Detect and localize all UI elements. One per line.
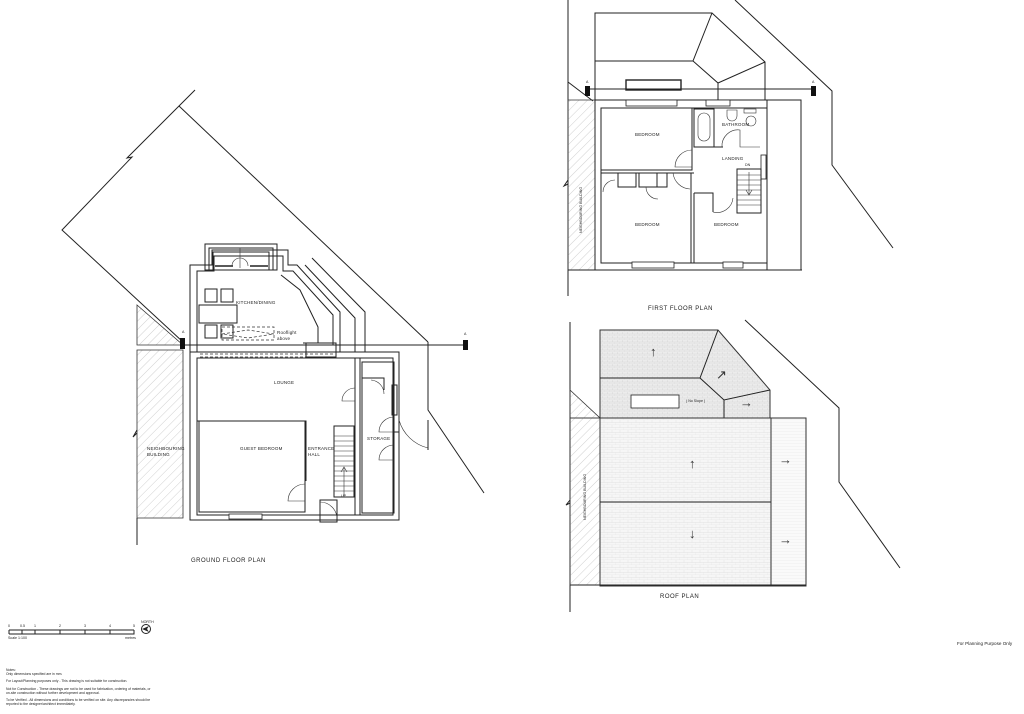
room-label-landing: LANDING <box>722 156 744 161</box>
section-marker-a-left-first: A <box>586 80 589 84</box>
scale-caption-left: Scale 1:100 <box>8 636 27 640</box>
scale-tick-0: 0 <box>8 624 10 628</box>
roof-plan <box>565 319 901 612</box>
scale-tick-3: 3 <box>84 624 86 628</box>
scale-bar <box>8 629 135 635</box>
room-label-hall: HALL <box>308 452 321 457</box>
slope-arrow-down-main-icon: ↓ <box>689 526 696 541</box>
north-label: NORTH <box>141 620 154 624</box>
slope-arrow-right-upper-icon: → <box>779 452 792 467</box>
slope-arrow-up-icon: ↑ <box>650 344 657 359</box>
first-floor-plan <box>562 0 894 296</box>
note-item-4: To be Verified - All dimensions and cond… <box>6 698 151 707</box>
note-item-2: For Layout/Planning purposes only - This… <box>6 679 128 684</box>
slope-arrow-diagonal-icon: ↗ <box>716 367 727 382</box>
notes-heading: Notes: <box>6 668 16 672</box>
note-item-3: Not for Construction - These drawings ar… <box>6 686 151 695</box>
ground-floor-plan-title: GROUND FLOOR PLAN <box>191 558 266 564</box>
planning-purpose-note: For Planning Purpose Only <box>957 641 1013 646</box>
room-label-bedroom-1: BEDROOM <box>635 132 660 137</box>
room-label-entrance: ENTRANCE <box>308 446 335 451</box>
neighbouring-label-1: NEIGHBOURING <box>147 446 185 451</box>
section-marker-a-left: A <box>182 330 185 334</box>
room-label-kitchen-dining: KITCHEN/DINING <box>236 300 276 305</box>
section-marker-a-right: A <box>464 332 467 336</box>
drawing-notes: Notes: Only dimensions specified are in … <box>6 668 156 709</box>
room-label-guest-bedroom: GUEST BEDROOM <box>240 446 283 451</box>
ground-floor-plan <box>61 89 485 545</box>
slope-arrow-right-icon: → <box>740 395 753 410</box>
room-label-storage: STORAGE <box>367 436 391 441</box>
scale-tick-4: 4 <box>109 624 111 628</box>
north-arrow-icon <box>141 624 151 634</box>
scale-caption-right: metres <box>125 636 136 640</box>
note-item-1: Only dimensions specified are in mm. <box>6 672 63 677</box>
rooflight-label: Rooflight <box>277 330 297 335</box>
room-label-bedroom-2: BEDROOM <box>635 222 660 227</box>
scale-tick-2: 2 <box>59 624 61 628</box>
room-label-lounge: LOUNGE <box>274 380 295 385</box>
room-label-bedroom-3: BEDROOM <box>714 222 739 227</box>
stair-down-label: DN <box>745 163 751 167</box>
roof-plan-title: ROOF PLAN <box>660 594 700 600</box>
slope-arrow-up-main-icon: ↑ <box>689 456 696 471</box>
first-floor-plan-title: FIRST FLOOR PLAN <box>648 306 713 312</box>
section-marker-a-right-first: A <box>812 80 815 84</box>
room-label-bathroom: BATHROOM <box>722 122 750 127</box>
neighbouring-label-first-floor: NEIGHBOURING BUILDING <box>579 186 583 233</box>
rooflight-above-label: above <box>277 336 291 341</box>
scale-tick-0-5: 0.5 <box>20 624 25 628</box>
scale-tick-5: 5 <box>133 624 135 628</box>
stair-up-label: UP <box>341 494 346 498</box>
neighbouring-label-2: BUILDING <box>147 452 170 457</box>
neighbouring-label-roof: NEIGHBOURING BUILDING <box>583 473 587 520</box>
slope-arrow-right-lower-icon: → <box>779 532 792 547</box>
scale-tick-1: 1 <box>34 624 36 628</box>
no-slope-label: ( No Slope ) <box>686 399 706 403</box>
